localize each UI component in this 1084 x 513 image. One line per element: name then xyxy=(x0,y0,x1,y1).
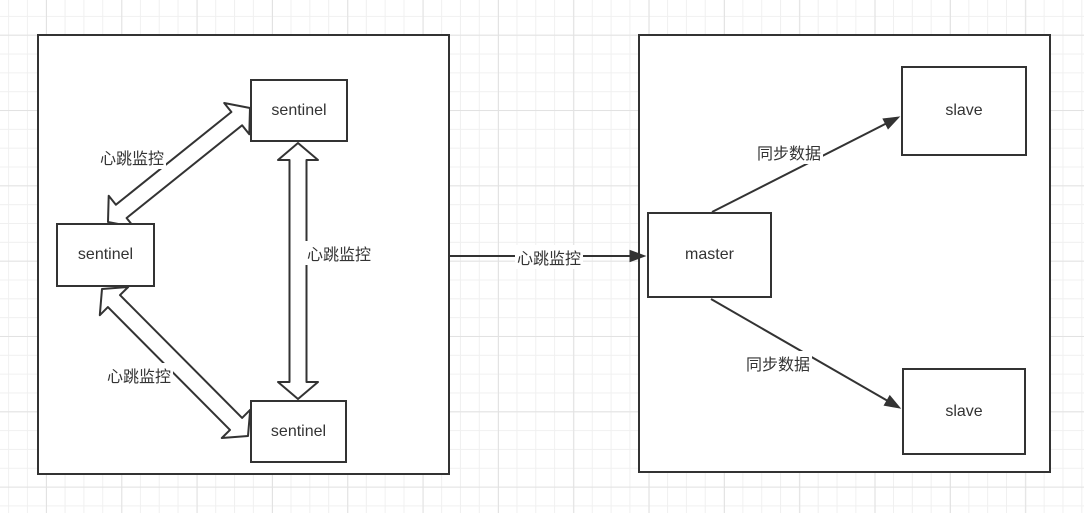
node-master[interactable]: master xyxy=(647,212,772,298)
node-label-slave-top: slave xyxy=(945,102,983,119)
edge-label-sync-label-top[interactable]: 同步数据 xyxy=(754,140,824,164)
edge-label-heartbeat-label-vertical[interactable]: 心跳监控 xyxy=(304,241,374,265)
node-sentinel-bottom[interactable]: sentinel xyxy=(250,400,347,463)
node-label-slave-bottom: slave xyxy=(945,402,983,420)
node-sentinel-left[interactable]: sentinel xyxy=(56,223,155,287)
edge-sync-master-to-slave-bottom[interactable] xyxy=(710,298,902,409)
node-label-master: master xyxy=(685,246,734,263)
edge-heartbeat-sentinel-left-bottom[interactable] xyxy=(98,286,252,439)
node-sentinel-top[interactable]: sentinel xyxy=(250,79,348,142)
edge-label-heartbeat-label-middle[interactable]: 心跳监控 xyxy=(514,245,584,269)
edge-label-heartbeat-label-left-top[interactable]: 心跳监控 xyxy=(97,145,167,169)
edge-label-sync-label-bottom[interactable]: 同步数据 xyxy=(743,351,813,375)
edge-label-heartbeat-label-left-bottom[interactable]: 心跳监控 xyxy=(104,363,174,387)
node-slave-top[interactable]: slave xyxy=(901,66,1027,156)
node-slave-bottom[interactable]: slave xyxy=(902,368,1026,455)
node-label-sentinel-left: sentinel xyxy=(77,246,134,263)
edge-heartbeat-sentinel-top-bottom[interactable] xyxy=(277,142,319,400)
node-label-sentinel-top: sentinel xyxy=(271,101,327,119)
edge-sync-master-to-slave-top[interactable] xyxy=(711,116,901,213)
node-label-sentinel-bottom: sentinel xyxy=(270,422,327,440)
